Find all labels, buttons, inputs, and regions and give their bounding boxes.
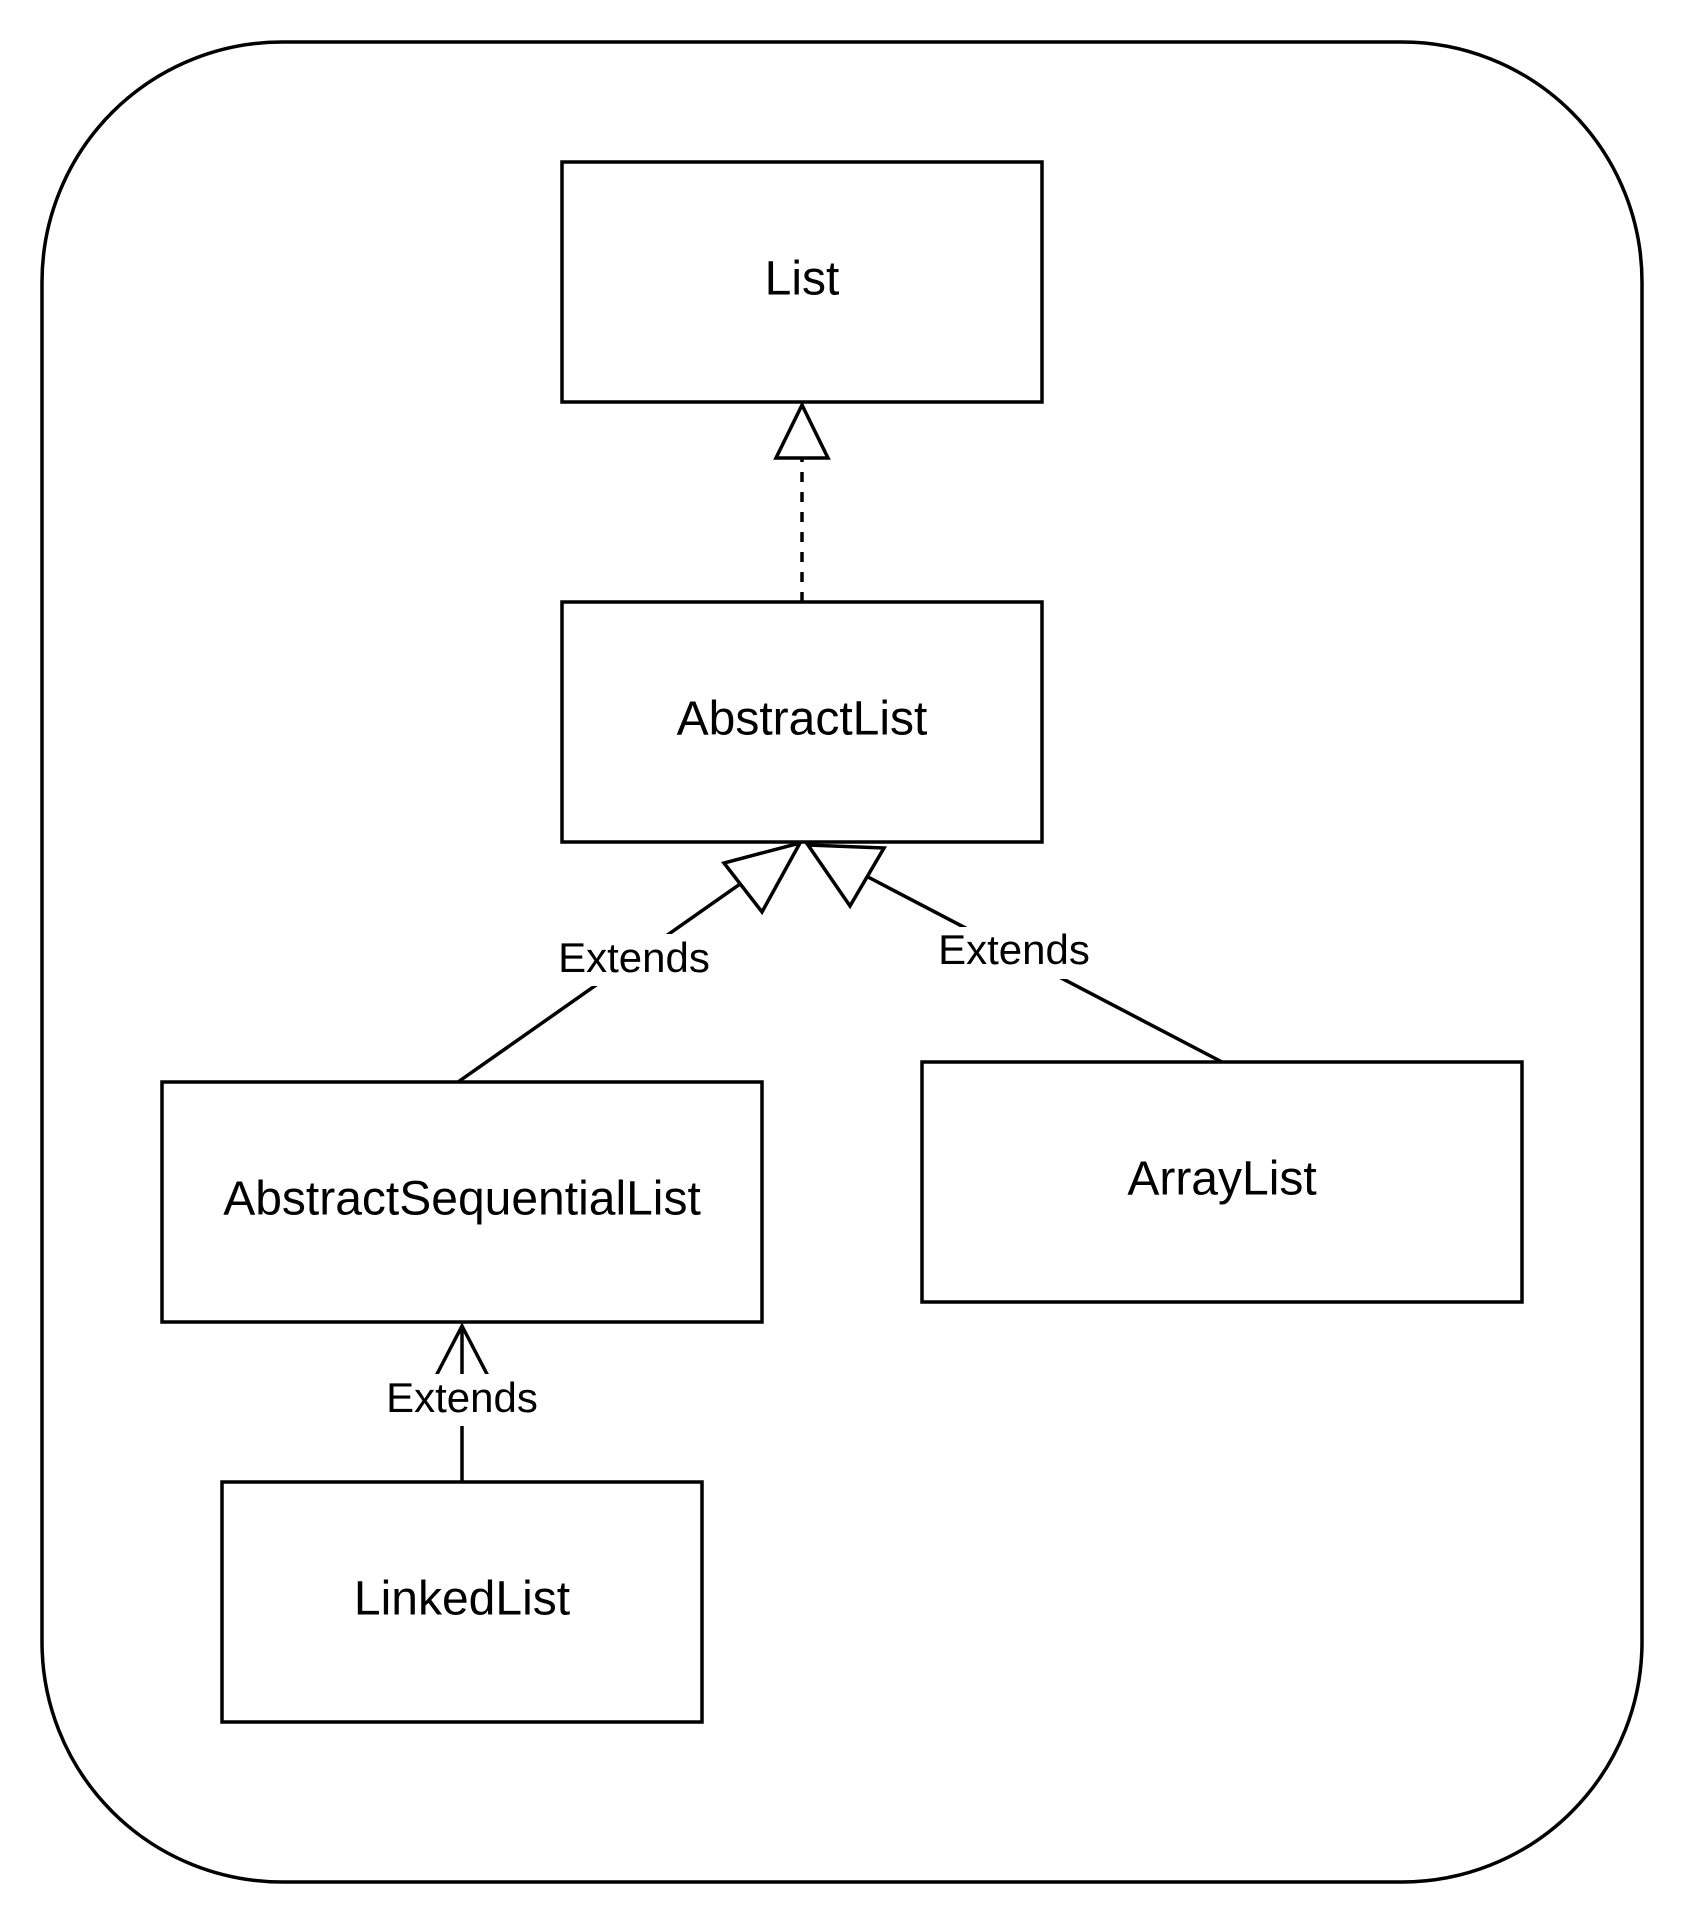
edge-label-extends: Extends [386, 1374, 538, 1421]
class-box [920, 1060, 1524, 1304]
node-abstract-list: AbstractList [560, 600, 1044, 844]
edge-array-list-to-abstract-list: Extends [804, 843, 1223, 1064]
hollow-triangle-arrowhead [720, 840, 804, 916]
edge-linked-list-to-abstract-sequential-list: Extends [380, 1322, 544, 1482]
class-name: ArrayList [1127, 1153, 1316, 1206]
node-array-list: ArrayList [920, 1060, 1524, 1304]
edge-abstract-list-to-list [773, 401, 831, 602]
node-linked-list: LinkedList [220, 1480, 704, 1724]
class-box [220, 1480, 704, 1724]
edge-label-extends: Extends [938, 926, 1090, 973]
edge-label-background [552, 934, 716, 986]
node-list: List [560, 160, 1044, 404]
class-name: LinkedList [354, 1573, 570, 1626]
edge-label-background [932, 927, 1096, 979]
edge-label-extends: Extends [558, 934, 710, 981]
class-name: AbstractSequentialList [223, 1173, 701, 1226]
class-name: AbstractList [677, 693, 928, 746]
class-box [560, 600, 1044, 844]
edge-label-background [380, 1374, 544, 1426]
hollow-triangle-arrowhead [773, 401, 831, 460]
node-abstract-sequential-list: AbstractSequentialList [160, 1080, 764, 1324]
class-box [560, 160, 1044, 404]
class-box [160, 1080, 764, 1324]
class-name: List [765, 253, 840, 306]
edge-abstract-sequential-list-to-abstract-list: Extends [456, 840, 804, 1084]
open-arrowhead [434, 1322, 490, 1377]
hollow-triangle-arrowhead [804, 843, 887, 910]
